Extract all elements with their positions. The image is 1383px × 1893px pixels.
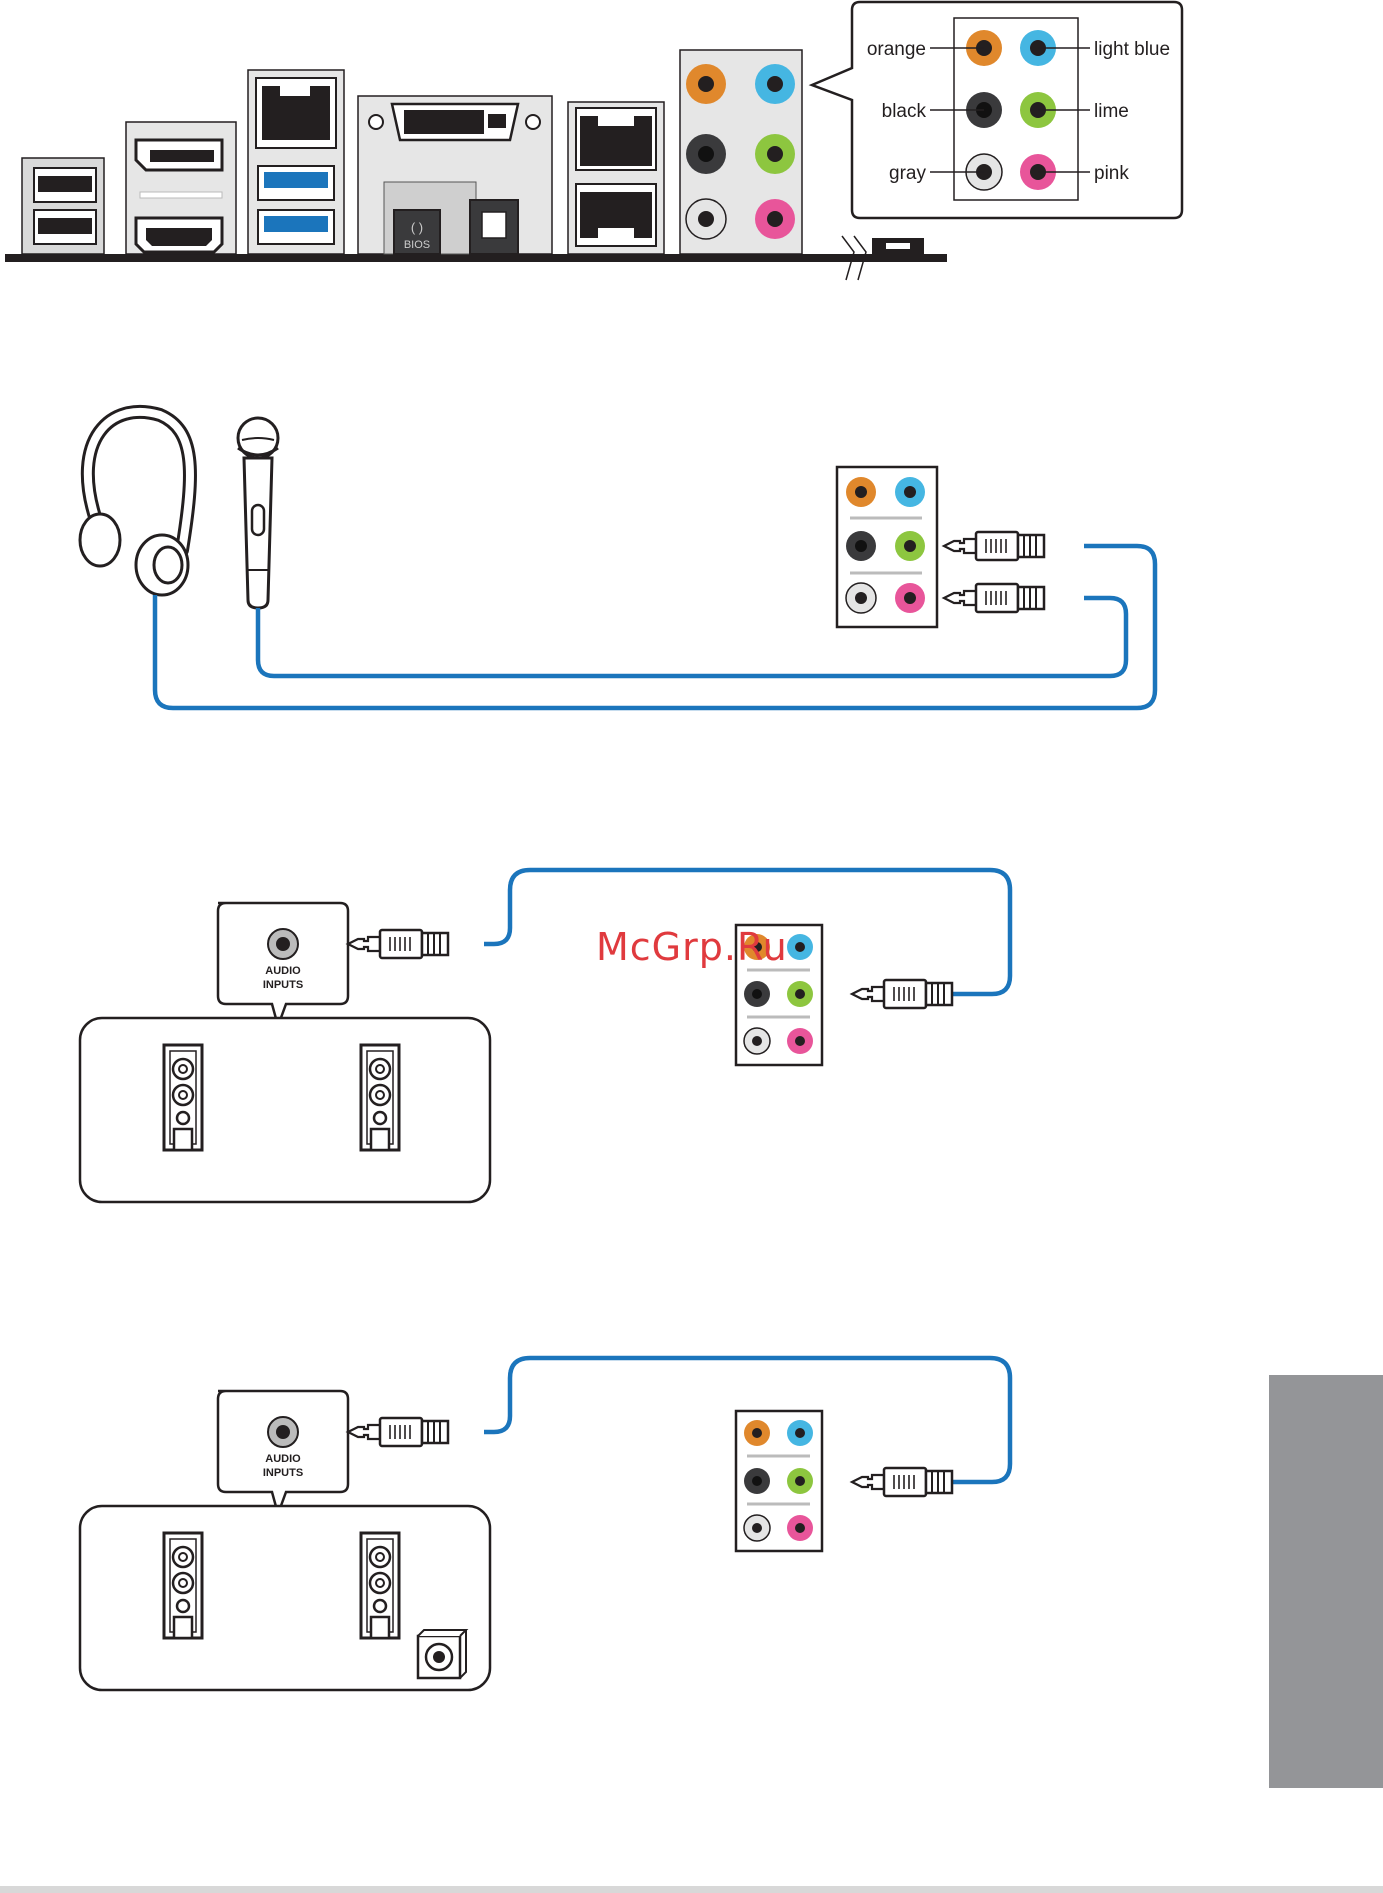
usb2-ports	[22, 158, 104, 254]
audio-plug-icon	[348, 930, 448, 958]
rear-audio-jacks	[680, 50, 802, 254]
legend-gray-label: gray	[889, 163, 926, 184]
dvi-bios-optical-ports: ( ) BIOS	[358, 96, 552, 254]
audio-inputs-label-line1: AUDIO	[265, 1453, 301, 1465]
headphone-mic-connection	[80, 412, 1155, 708]
speaker-icon	[164, 1045, 202, 1150]
watermark: McGrp.Ru	[596, 925, 788, 969]
legend-orange-label: orange	[867, 39, 926, 60]
io-baseplate	[5, 254, 947, 262]
legend-black-label: black	[882, 101, 927, 122]
speaker-icon	[361, 1045, 399, 1150]
audio-jack-panel-2	[837, 467, 937, 627]
lan-usb3-ports	[248, 70, 344, 254]
microphone-icon	[238, 418, 278, 608]
rear-io-panel: ( ) BIOS	[5, 50, 947, 280]
speaker-group-box	[80, 1018, 490, 1202]
audio-plug-icon	[852, 1468, 952, 1496]
bios-label: BIOS	[404, 239, 430, 251]
bios-flashback-button: ( ) BIOS	[394, 210, 440, 254]
speaker-icon	[164, 1533, 202, 1638]
svg-text:( ): ( )	[411, 220, 423, 235]
audio-plug-icon	[348, 1418, 448, 1446]
audio-jack-panel-4	[736, 1411, 822, 1551]
audio-plug-icon	[852, 980, 952, 1008]
legend-light-blue-label: light blue	[1094, 39, 1170, 60]
subwoofer-icon	[418, 1630, 466, 1678]
legend-pink-label: pink	[1094, 163, 1129, 184]
audio-plug-icon	[944, 532, 1044, 560]
speaker-icon	[361, 1533, 399, 1638]
headphone-cable	[155, 546, 1155, 708]
dual-lan-ports	[568, 102, 664, 254]
audio-inputs-label-line2: INPUTS	[263, 979, 303, 991]
audio-inputs-label-line2: INPUTS	[263, 1467, 303, 1479]
audio-plug-icon	[944, 584, 1044, 612]
legend-lime-label: lime	[1094, 101, 1129, 122]
displayport-hdmi-ports	[126, 122, 236, 254]
two-channel-speaker-connection: AUDIO INPUTS	[80, 870, 1010, 1202]
audio-inputs-label-line1: AUDIO	[265, 965, 301, 977]
speaker-subwoofer-connection: AUDIO INPUTS	[80, 1358, 1010, 1690]
jack-color-legend: orange light blue black lime gray pink	[812, 2, 1182, 218]
headphones-icon	[80, 412, 190, 595]
